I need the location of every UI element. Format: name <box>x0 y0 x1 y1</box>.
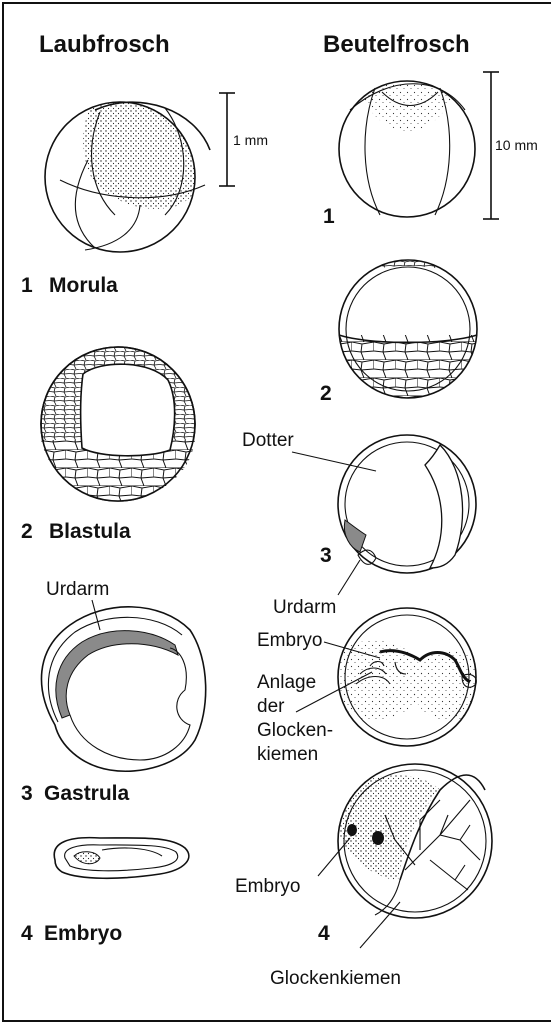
scale-label-10mm: 10 mm <box>495 137 538 153</box>
left-stage-4-number: 4 <box>21 922 33 945</box>
label-anlage-line-2: der <box>257 696 285 717</box>
label-urdarm-left: Urdarm <box>46 579 109 600</box>
laubfrosch-blastula-drawing <box>41 347 195 501</box>
label-embryo-3: Embryo <box>257 630 322 651</box>
label-anlage-line-3: Glocken- <box>257 720 333 741</box>
beutelfrosch-gill-anlage-drawing <box>327 608 488 746</box>
laubfrosch-gastrula-drawing <box>41 607 205 771</box>
beutelfrosch-stage-1-drawing <box>339 78 475 217</box>
label-dotter: Dotter <box>242 430 294 451</box>
left-stage-2-name: Blastula <box>49 520 131 543</box>
label-urdarm-right: Urdarm <box>273 597 336 618</box>
leader-dotter <box>292 452 376 471</box>
laubfrosch-morula-drawing <box>45 95 210 252</box>
left-stage-2-number: 2 <box>21 520 33 543</box>
header-beutelfrosch: Beutelfrosch <box>323 31 470 58</box>
right-stage-2-number: 2 <box>320 382 332 405</box>
left-stage-1-number: 1 <box>21 274 33 297</box>
left-stage-1-name: Morula <box>49 274 118 297</box>
right-stage-3-number: 3 <box>320 544 332 567</box>
leader-urdarm-left <box>92 600 100 630</box>
left-stage-3-name: Gastrula <box>44 782 130 805</box>
leader-urdarm-right <box>338 560 360 595</box>
label-anlage-line-4: kiemen <box>257 744 318 765</box>
right-stage-1-number: 1 <box>323 205 335 228</box>
left-stage-4-name: Embryo <box>44 922 122 945</box>
beutelfrosch-stage-3-drawing <box>338 435 476 573</box>
scale-label-1mm: 1 mm <box>233 132 268 148</box>
label-glockenkiemen: Glockenkiemen <box>270 968 401 989</box>
laubfrosch-embryo-drawing <box>54 838 189 879</box>
leader-embryo-4 <box>318 838 350 876</box>
beutelfrosch-stage-4-drawing <box>338 764 492 918</box>
header-laubfrosch: Laubfrosch <box>39 31 170 58</box>
left-stage-3-number: 3 <box>21 782 33 805</box>
beutelfrosch-stage-2-drawing <box>339 260 479 405</box>
label-anlage-line-1: Anlage <box>257 672 316 693</box>
label-embryo-4: Embryo <box>235 876 300 897</box>
right-stage-4-number: 4 <box>318 922 330 945</box>
